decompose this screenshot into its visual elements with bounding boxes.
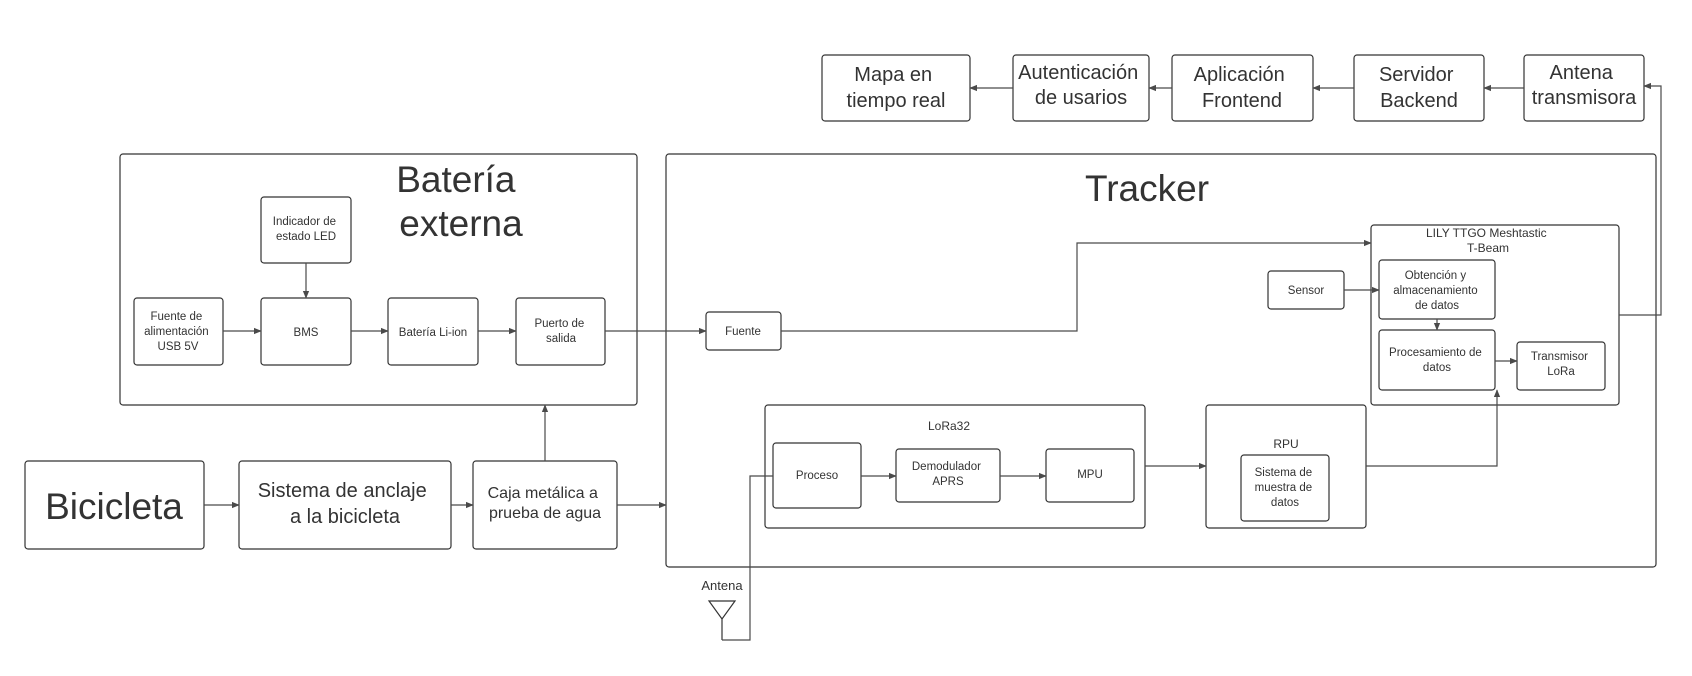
bms-block: BMS [260, 297, 352, 366]
indicador-led-block: Indicador de estado LED [260, 196, 352, 264]
svg-text:Antena transmisora: Antena transmisora [1532, 62, 1637, 109]
svg-text:Proceso: Proceso [796, 470, 838, 482]
svg-text:Batería Li-ion: Batería Li-ion [399, 327, 467, 339]
lora32-title: LoRa32 [928, 419, 970, 433]
sensor-block: Sensor [1267, 270, 1345, 310]
bicicleta-block: Bicicleta [24, 460, 205, 550]
svg-text:Bicicleta: Bicicleta [45, 486, 183, 527]
bateria-externa-title: Batería externa [396, 159, 526, 244]
svg-text:Transmisor LoRa: Transmisor LoRa [1531, 351, 1591, 378]
proceso-block: Proceso [772, 442, 862, 509]
svg-text:Sistema de anclaje a la: Sistema de anclaje a la bicicleta [258, 480, 433, 528]
svg-text:Puerto de salida: Puerto de salida [534, 318, 587, 345]
fuente-block: Fuente [705, 311, 782, 351]
svg-text:Indicador de estado LED: Indicador de estado LED [273, 216, 340, 243]
svg-text:BMS: BMS [294, 327, 319, 339]
svg-text:Mapa en tiempo real: Mapa en tiempo real [847, 64, 946, 112]
connector-lily-antena-tx [1619, 82, 1662, 316]
lily-tbeam-title: LILY TTGO Meshtastic T-Beam [1426, 226, 1550, 255]
svg-text:Fuente: Fuente [725, 326, 761, 338]
sistema-muestra-block: Sistema de muestra de datos [1240, 454, 1330, 522]
bateria-externa-group: Batería externa [119, 153, 638, 406]
antena-transmisora-block: Antena transmisora [1523, 54, 1645, 122]
svg-text:Servidor Backend: Servidor Backend [1379, 64, 1459, 112]
fuente-usb-block: Fuente de alimentación USB 5V [133, 297, 224, 366]
sistema-anclaje-block: Sistema de anclaje a la bicicleta [238, 460, 452, 550]
svg-text:Aplicación Frontend: Aplicación Frontend [1194, 64, 1291, 112]
obtencion-datos-block: Obtención y almacenamiento de datos [1378, 259, 1496, 320]
transmisor-lora-block: Transmisor LoRa [1516, 341, 1606, 391]
caja-metalica-block: Caja metálica a prueba de agua [472, 460, 618, 550]
connector-rpu-procesamiento [1366, 389, 1501, 467]
aplicacion-frontend-block: Aplicación Frontend [1171, 54, 1314, 122]
svg-text:Sensor: Sensor [1288, 285, 1325, 297]
connectors [204, 82, 1662, 641]
puerto-salida-block: Puerto de salida [515, 297, 606, 366]
bateria-liion-block: Batería Li-ion [387, 297, 479, 366]
mapa-tiempo-real-block: Mapa en tiempo real [821, 54, 971, 122]
servidor-backend-block: Servidor Backend [1353, 54, 1485, 122]
autenticacion-block: Autenticación de usarios [1012, 54, 1150, 122]
demodulador-aprs-block: Demodulador APRS [895, 448, 1001, 503]
svg-text:Sistema de muestra de: Sistema de muestra de datos [1255, 467, 1316, 509]
svg-text:Demodulador APRS: Demodulador APRS [912, 461, 984, 488]
tracker-title: Tracker [1085, 168, 1209, 209]
antena-icon: Antena [701, 578, 743, 640]
antena-label: Antena [701, 578, 743, 593]
svg-text:Obtención y almacenamien: Obtención y almacenamiento de datos [1393, 270, 1481, 312]
svg-text:MPU: MPU [1077, 469, 1103, 481]
connector-antena-proceso [722, 475, 773, 641]
connector-fuente-lily [781, 239, 1372, 332]
svg-text:Fuente de alimentación: Fuente de alimentación USB 5V [144, 311, 212, 353]
svg-text:Procesamiento de datos: Procesamiento de datos [1389, 347, 1485, 374]
rpu-title: RPU [1273, 437, 1298, 451]
mpu-block: MPU [1045, 448, 1135, 503]
svg-text:Autenticación de usarios: Autenticación de usarios [1018, 62, 1144, 109]
svg-text:Caja metálica a prueba d: Caja metálica a prueba de agua [488, 485, 603, 522]
procesamiento-datos-block: Procesamiento de datos [1378, 329, 1496, 391]
